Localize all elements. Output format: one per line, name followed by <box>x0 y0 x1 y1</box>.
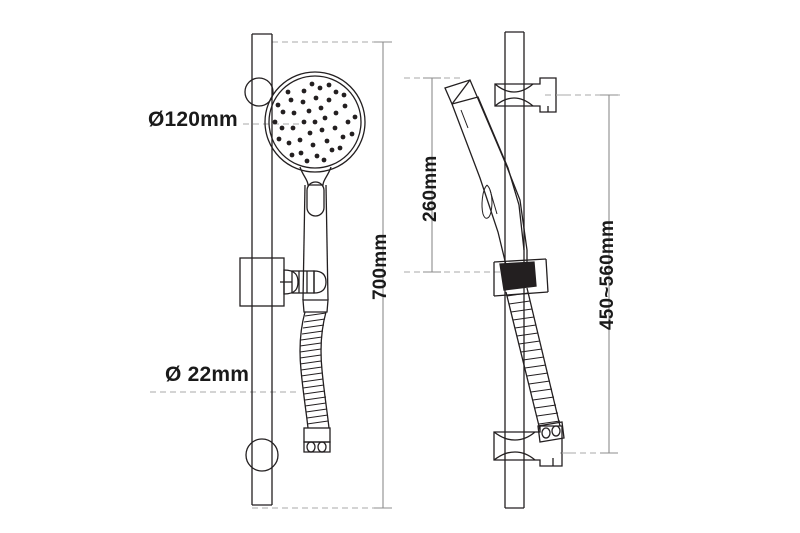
handset-button <box>306 181 325 217</box>
rail-top-knob <box>244 77 274 107</box>
bracket-spacing-label: 450~560mm <box>597 219 618 330</box>
dimension-arrow-lines <box>374 41 618 509</box>
handset-outlet-side <box>493 258 549 297</box>
hose-fitting-front <box>303 427 331 443</box>
rail-bottom-knob <box>245 438 279 472</box>
slide-rail-front <box>251 33 273 506</box>
handset-length-label: 260mm <box>420 155 441 223</box>
side-view-group <box>444 31 575 509</box>
wall-bracket-upper-side <box>494 77 570 113</box>
spray-holes <box>272 81 358 164</box>
rail-length-label: 700mm <box>370 233 391 301</box>
shower-hose-front <box>299 311 331 453</box>
rail-diameter-label: Ø 22mm <box>165 363 250 386</box>
handset-handle-front <box>302 181 329 313</box>
handset-side-profile <box>444 79 528 266</box>
shower-hose-side <box>505 287 565 443</box>
slide-bracket-front <box>239 257 327 307</box>
front-view-group <box>239 33 366 506</box>
head-diameter-label: Ø120mm <box>148 108 238 131</box>
shower-head-front <box>264 71 366 186</box>
